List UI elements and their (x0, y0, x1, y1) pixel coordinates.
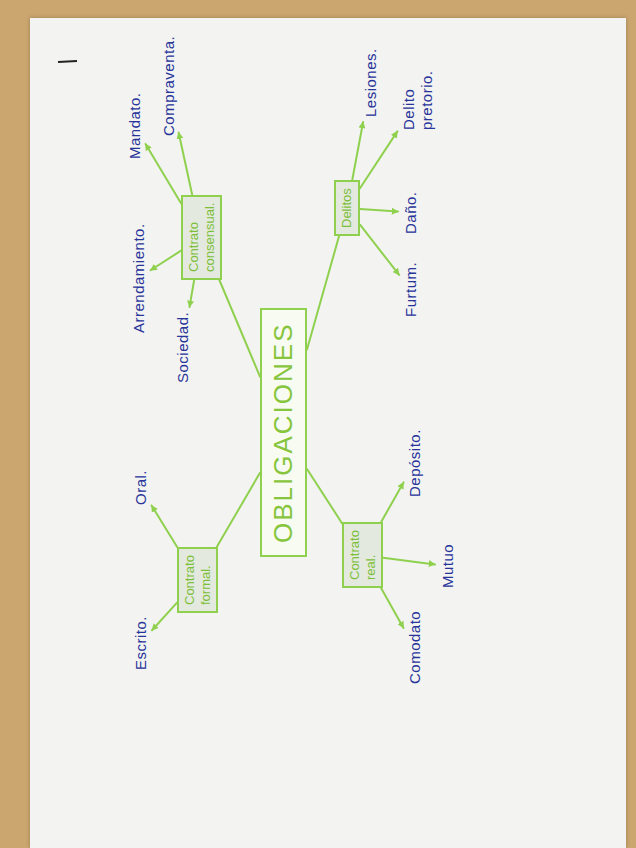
branch-word: Furtum. (401, 260, 420, 319)
node-text: Compraventa. (160, 36, 177, 136)
branch-word: Sociedad. (173, 310, 192, 385)
branch-arrow (381, 588, 403, 628)
node-text: Escrito. (132, 616, 149, 670)
branch-arrow (152, 505, 178, 547)
node-text: OBLIGACIONES (268, 323, 299, 544)
paper-sheet (30, 18, 626, 848)
branch-line (219, 280, 260, 377)
branch-arrow (352, 122, 363, 180)
node-text: Delito pretorio. (400, 70, 436, 130)
branch-arrow (360, 209, 398, 212)
branch-arrow (189, 280, 194, 307)
node-text: Furtum. (402, 262, 419, 317)
node-text: Daño. (402, 191, 419, 234)
branch-arrow (152, 603, 177, 631)
branch-arrow (360, 225, 399, 275)
branch-word: Oral. (131, 468, 150, 507)
node-text: Mutuo (439, 544, 456, 588)
node-text: Arrendamiento. (130, 223, 147, 333)
branch-word: Lesiones. (361, 46, 380, 119)
category-box: Contrato consensual. (181, 195, 222, 280)
central-topic-box: OBLIGACIONES (260, 309, 307, 558)
branch-word: Delito pretorio. (399, 68, 437, 132)
branch-arrow (179, 133, 193, 195)
branch-arrow (360, 131, 397, 188)
branch-line (307, 469, 342, 523)
branch-word: Escrito. (131, 614, 150, 672)
node-text: Contrato formal. (182, 555, 213, 605)
branch-word: Arrendamiento. (129, 221, 148, 335)
branch-line (217, 473, 260, 547)
category-box: Contrato formal. (177, 547, 218, 613)
branch-word: Mandato. (125, 90, 144, 161)
node-text: Depósito. (406, 429, 423, 497)
branch-word: Daño. (401, 189, 420, 236)
category-box: Delitos (334, 180, 360, 236)
node-text: Contrato consensual. (186, 203, 217, 272)
node-text: Comodato (406, 611, 423, 684)
node-text: Oral. (132, 470, 149, 505)
branch-arrow (383, 558, 435, 565)
category-box: Contrato real. (342, 522, 383, 588)
branch-word: Comodato (405, 609, 424, 686)
branch-word: Depósito. (405, 427, 424, 499)
branch-line (307, 236, 339, 349)
node-text: Delitos (339, 188, 355, 228)
branch-word: Compraventa. (159, 34, 178, 138)
node-text: Mandato. (126, 92, 143, 159)
node-text: Sociedad. (174, 312, 191, 383)
branch-arrow (151, 251, 181, 271)
branch-arrow (146, 144, 181, 203)
node-text: Lesiones. (362, 48, 379, 117)
pen-dash (58, 61, 77, 62)
node-text: Contrato real. (347, 530, 378, 580)
branch-word: Mutuo (438, 542, 457, 590)
branch-arrow (381, 482, 403, 522)
